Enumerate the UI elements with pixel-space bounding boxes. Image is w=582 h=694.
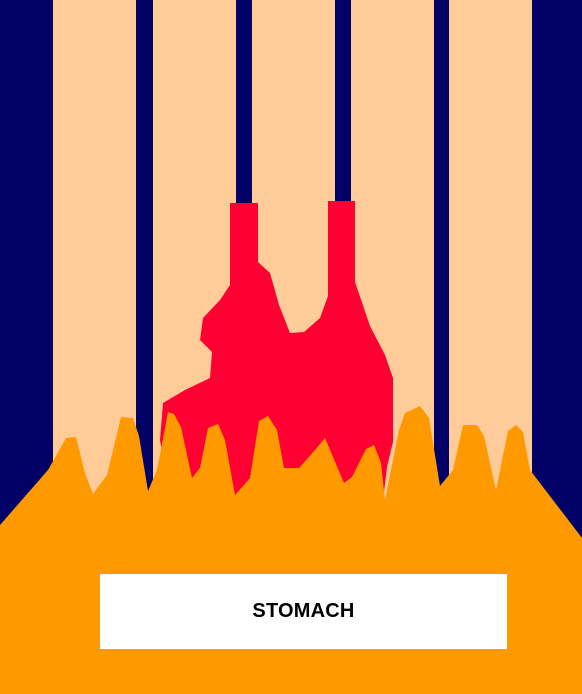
stomach-label-box: STOMACH: [100, 574, 507, 649]
stomach-label: STOMACH: [252, 600, 354, 623]
